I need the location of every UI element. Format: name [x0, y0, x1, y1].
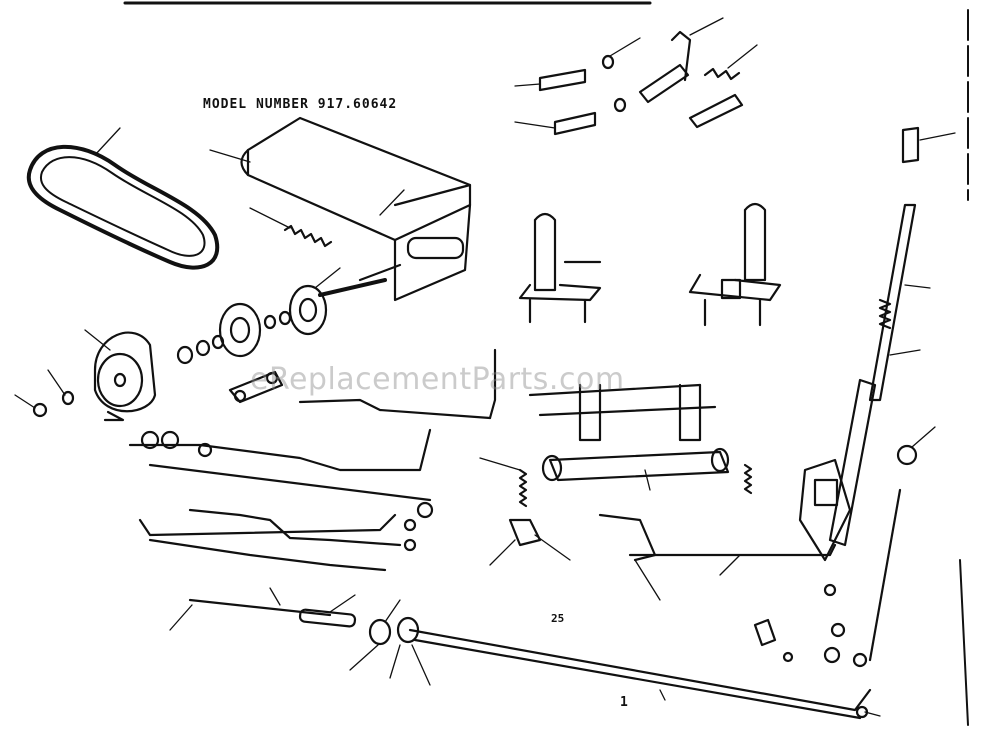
lever-knob [896, 444, 918, 466]
model-number-title: MODEL NUMBER 917.60642 [203, 97, 398, 112]
upright-bracket-left [518, 212, 602, 324]
drive-pulley [218, 302, 262, 358]
washer-stack [176, 310, 292, 365]
center-springs [518, 463, 753, 508]
clutch-housing [93, 331, 157, 422]
bolts-left [32, 390, 75, 418]
bolts-top [538, 30, 920, 164]
bell-crank [508, 513, 837, 562]
tension-spring [283, 224, 333, 248]
control-rods [128, 348, 872, 720]
callout-leaders [14, 17, 956, 717]
lower-right-fittings [753, 583, 869, 719]
right-border-lower [959, 559, 969, 726]
idler-pulley [288, 278, 387, 336]
center-arm-assembly [528, 383, 730, 482]
drive-belt [26, 144, 220, 270]
mounting-bracket [240, 116, 472, 302]
lever-rod-right [868, 488, 902, 662]
upright-bracket-right [688, 202, 782, 327]
lever-link [228, 370, 284, 404]
shift-lever [798, 203, 917, 562]
rod-fittings [140, 430, 434, 646]
side-label: 1 [620, 695, 628, 710]
watermark-text: eReplacementParts.com [250, 362, 625, 397]
center-label: 25 [551, 612, 565, 625]
